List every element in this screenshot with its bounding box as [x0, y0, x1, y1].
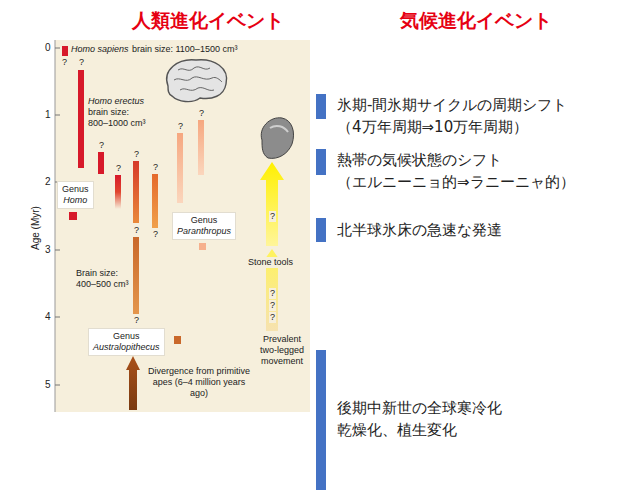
divergence-arrow [126, 356, 140, 410]
tick [55, 317, 60, 318]
uncertainty-mark: ? [269, 300, 276, 311]
marker-square [174, 336, 181, 344]
axis-number: 5 [45, 379, 51, 391]
uncertainty-mark: ? [269, 288, 276, 299]
climate-event: （エルニーニョ的⇒ラニーニャ的） [337, 172, 575, 192]
axis-number: 3 [45, 244, 51, 256]
event-bar [316, 350, 326, 490]
axis-number: 1 [45, 109, 51, 121]
event-label: Divergence from primitive apes (6–4 mill… [146, 366, 252, 399]
range-bar [177, 133, 183, 203]
axis-title: Age (Myr) [30, 206, 42, 250]
marker-square [199, 243, 206, 250]
axis-number: 4 [45, 311, 51, 323]
uncertainty-mark: ? [153, 229, 158, 240]
stone-tools-arrow [260, 162, 284, 246]
genus-name: Paranthropus [177, 226, 231, 237]
stone-highlight [270, 126, 288, 132]
brain-size-note: brain size: 1100–1500 cm³ [132, 44, 237, 55]
climate-event: （4万年周期⇒10万年周期） [337, 117, 528, 137]
axis-line [55, 40, 56, 412]
panel-title: 気候進化イベント [400, 8, 552, 32]
event-bar [316, 94, 326, 119]
uncertainty-mark: ? [134, 315, 139, 326]
chart-ground [55, 40, 310, 412]
uncertainty-mark: ? [178, 121, 183, 132]
box-heading: Genus [93, 331, 160, 342]
genus-box: GenusParanthropus [172, 212, 236, 240]
tick [55, 385, 60, 386]
brain-icon [167, 60, 227, 102]
box-heading: Genus [62, 184, 89, 195]
tick [55, 48, 60, 49]
range-bar [62, 46, 68, 56]
uncertainty-mark: ? [199, 108, 204, 119]
range-bar [152, 174, 158, 228]
brain-folds [174, 67, 222, 91]
range-bar [133, 161, 139, 223]
tick [55, 115, 60, 116]
uncertainty-mark: ? [116, 163, 121, 174]
climate-event: 氷期-間氷期サイクルの周期シフト [337, 95, 567, 115]
brain-size-note: brain size: 800–1000 cm³ [88, 107, 150, 129]
uncertainty-mark: ? [79, 57, 84, 68]
climate-event: 北半球氷床の急速な発達 [337, 220, 502, 240]
event-label: Prevalent two-legged movement [255, 334, 309, 367]
genus-name: Homo [62, 195, 89, 206]
brain-size-note: Brain size: 400–500 cm³ [76, 268, 130, 290]
genus-box: GenusAustralopithecus [88, 328, 165, 356]
stone-tool-icon [261, 118, 293, 159]
species-name: Homo sapiens [71, 44, 129, 55]
box-heading: Genus [177, 215, 231, 226]
climate-event: 乾燥化、植生変化 [337, 420, 457, 440]
genus-name: Australopithecus [93, 342, 160, 353]
event-label: Stone tools [247, 257, 294, 268]
marker-square [69, 212, 77, 220]
species-name: Homo erectus [88, 96, 144, 107]
brain-outline [167, 60, 227, 102]
uncertainty-mark: ? [269, 211, 276, 222]
event-bar [316, 218, 326, 242]
uncertainty-mark: ? [134, 225, 139, 236]
uncertainty-mark: ? [153, 162, 158, 173]
uncertainty-mark: ? [99, 140, 104, 151]
uncertainty-mark: ? [134, 149, 139, 160]
axis-number: 2 [45, 176, 51, 188]
range-bar [198, 120, 204, 175]
range-bar [133, 237, 139, 314]
climate-event: 熱帯の気候状態のシフト [337, 150, 502, 170]
range-bar [98, 152, 104, 174]
range-bar [78, 70, 84, 168]
uncertainty-mark: ? [62, 57, 67, 68]
event-bar [316, 149, 326, 175]
range-bar [115, 175, 121, 209]
genus-box: GenusHomo [57, 181, 94, 209]
tick [55, 250, 60, 251]
climate-event: 後期中新世の全球寒冷化 [337, 398, 502, 418]
axis-number: 0 [45, 42, 51, 54]
panel-title: 人類進化イベント [132, 8, 284, 32]
uncertainty-mark: ? [269, 312, 276, 323]
